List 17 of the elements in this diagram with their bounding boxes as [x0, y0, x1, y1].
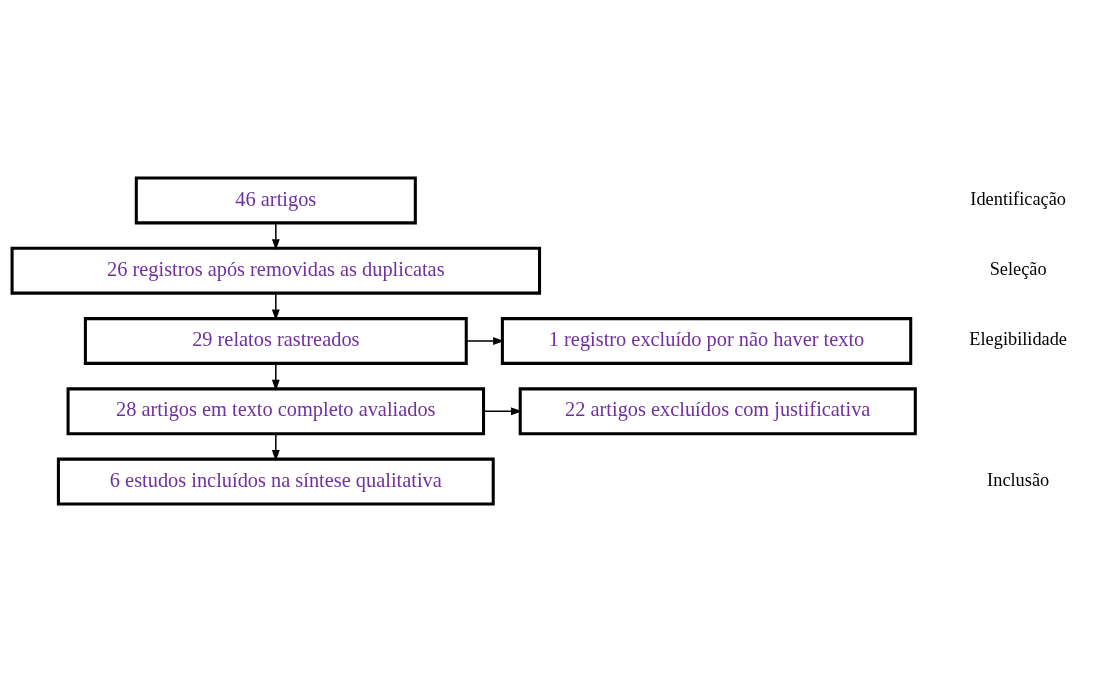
node-box: 1 registro excluído por não haver texto: [500, 317, 913, 365]
node-box: 26 registros após removidas as duplicatas: [10, 246, 542, 295]
arrow: [271, 292, 280, 321]
node-box: 28 artigos em texto completo avaliados: [66, 387, 486, 436]
label: Identificação: [970, 188, 1066, 209]
node-box: 22 artigos excluídos com justificativa: [518, 387, 917, 436]
node-box: 29 relatos rastreados: [83, 317, 468, 365]
arrow: [271, 433, 280, 462]
node-box: 46 artigos: [134, 176, 417, 225]
arrow: [271, 362, 280, 391]
node-box: 6 estudos incluídos na síntese qualitativa: [56, 457, 495, 506]
arrow: [271, 222, 280, 251]
label: Seleção: [989, 259, 1047, 280]
arrow: [483, 407, 523, 416]
label: Inclusão: [987, 470, 1050, 490]
arrow: [465, 337, 505, 345]
label: Elegibilidade: [969, 329, 1067, 350]
